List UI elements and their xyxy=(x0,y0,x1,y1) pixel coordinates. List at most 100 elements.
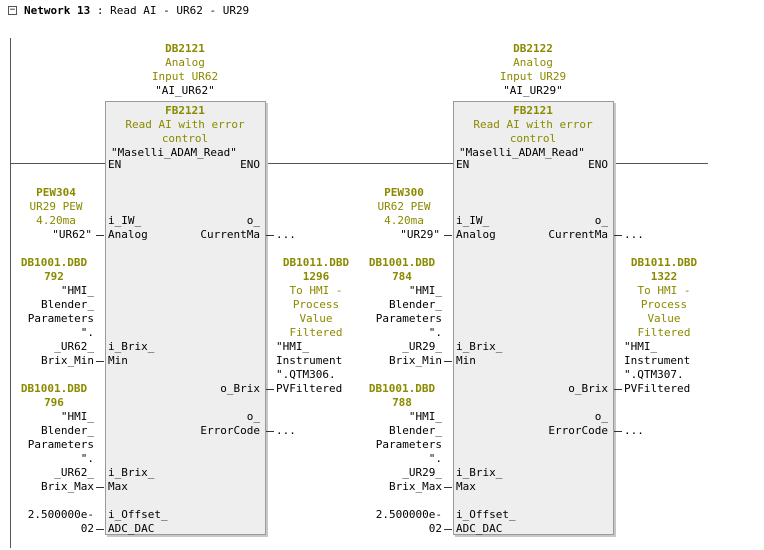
input-address: PEW304 xyxy=(36,186,76,199)
network-separator: : xyxy=(96,4,104,17)
input-symbol: Parameters xyxy=(375,312,442,325)
pin-eno: ENO xyxy=(588,158,608,171)
input-symbol[interactable]: "UR62" xyxy=(52,228,92,241)
pin-label: o_ xyxy=(594,410,608,423)
collapse-network-toggle[interactable]: − xyxy=(8,6,17,15)
input-symbol: Parameters xyxy=(27,312,94,325)
pin-label: i_Offset_ xyxy=(108,508,168,521)
instance-db-number[interactable]: DB2122 xyxy=(513,42,553,55)
instance-db-comment: Analog xyxy=(513,56,553,69)
pin-label: i_Brix_ xyxy=(108,340,155,353)
pin-i-brix-max: i_Brix_ Max xyxy=(456,466,502,494)
pin-i-offset-adc-dac: i_Offset_ ADC_DAC xyxy=(108,508,168,536)
input-symbol: Blender_ xyxy=(389,298,442,311)
output-currentma-operand[interactable]: ... xyxy=(276,228,296,241)
pin-label: ADC_DAC xyxy=(456,522,503,535)
fb-comment: control xyxy=(509,132,557,145)
input-address: 792 xyxy=(44,270,64,283)
instance-db-symbol[interactable]: "AI_UR29" xyxy=(503,84,563,97)
fb-box[interactable] xyxy=(453,101,614,535)
pin-label: Max xyxy=(108,480,128,493)
input-address: PEW300 xyxy=(384,186,424,199)
input-address: 784 xyxy=(392,270,412,283)
output-comment: Value xyxy=(299,312,333,325)
input-address: DB1001.DBD xyxy=(368,382,436,395)
pin-i-offset-adc-dac: i_Offset_ ADC_DAC xyxy=(456,508,516,536)
output-brix-symbol[interactable]: "HMI_ Instrument ".QTM306. PVFiltered xyxy=(276,340,342,396)
output-comment: To HMI - xyxy=(289,284,343,297)
input-symbol: Brix_Max xyxy=(389,480,442,493)
input-constant: 02 xyxy=(80,522,94,535)
rung-line-mid xyxy=(264,163,454,164)
fb-box[interactable] xyxy=(105,101,266,535)
output-symbol: "HMI_ xyxy=(624,340,658,353)
input-brix-min-operand[interactable]: DB1001.DBD 792 "HMI_ Blender_ Parameters… xyxy=(14,256,94,368)
input-comment: UR29 PEW xyxy=(29,200,83,213)
input-symbol: "HMI_ xyxy=(60,410,94,423)
pin-label: Analog xyxy=(108,228,148,241)
fb-header: FB2121 Read AI with error control xyxy=(105,104,265,146)
pin-label: ErrorCode xyxy=(200,424,260,437)
input-iw-operand[interactable]: PEW300 UR62 PEW 4.20ma xyxy=(368,186,440,228)
output-brix-operand-header[interactable]: DB1011.DBD 1322 To HMI - Process Value F… xyxy=(624,256,704,340)
connector xyxy=(96,235,104,236)
input-symbol: Brix_Min xyxy=(389,354,442,367)
pin-i-brix-min: i_Brix_ Min xyxy=(456,340,502,368)
input-symbol: "HMI_ xyxy=(408,284,442,297)
input-constant: 2.500000e- xyxy=(375,508,442,521)
fb-symbol[interactable]: "Maselli_ADAM_Read" xyxy=(111,146,237,159)
input-address: DB1001.DBD xyxy=(368,256,436,269)
output-comment: To HMI - xyxy=(637,284,691,297)
input-symbol: Parameters xyxy=(375,438,442,451)
input-symbol: Parameters xyxy=(27,438,94,451)
output-symbol: ".QTM307. xyxy=(624,368,684,381)
input-symbol: _UR29_ xyxy=(402,466,442,479)
pin-i-brix-min: i_Brix_ Min xyxy=(108,340,154,368)
output-symbol: Instrument xyxy=(276,354,343,367)
pin-label: i_Brix_ xyxy=(456,340,503,353)
pin-eno: ENO xyxy=(240,158,260,171)
fb-number[interactable]: FB2121 xyxy=(165,104,205,117)
pin-i-iw-analog: i_IW_ Analog xyxy=(456,214,496,242)
pin-i-iw-analog: i_IW_ Analog xyxy=(108,214,148,242)
pin-o-brix: o_Brix xyxy=(220,382,260,395)
fb-comment: Read AI with error xyxy=(125,118,245,131)
input-symbol: "HMI_ xyxy=(60,284,94,297)
instance-db-number[interactable]: DB2121 xyxy=(165,42,205,55)
instance-db-symbol[interactable]: "AI_UR62" xyxy=(155,84,215,97)
output-errorcode-operand[interactable]: ... xyxy=(276,424,296,437)
instance-db-header: DB2121 Analog Input UR62 "AI_UR62" xyxy=(105,42,265,98)
output-comment: Process xyxy=(292,298,340,311)
pin-i-brix-max: i_Brix_ Max xyxy=(108,466,154,494)
output-brix-symbol[interactable]: "HMI_ Instrument ".QTM307. PVFiltered xyxy=(624,340,690,396)
pin-o-currentma: o_ CurrentMa xyxy=(528,214,608,242)
input-symbol: Brix_Min xyxy=(41,354,94,367)
fb-number[interactable]: FB2121 xyxy=(513,104,553,117)
input-address: DB1001.DBD xyxy=(20,382,88,395)
output-errorcode-operand[interactable]: ... xyxy=(624,424,644,437)
input-symbol: Brix_Max xyxy=(41,480,94,493)
output-address: 1322 xyxy=(650,270,678,283)
connector xyxy=(444,361,452,362)
pin-label: o_ xyxy=(594,214,608,227)
input-iw-operand[interactable]: PEW304 UR29 PEW 4.20ma xyxy=(20,186,92,228)
output-brix-operand-header[interactable]: DB1011.DBD 1296 To HMI - Process Value F… xyxy=(276,256,356,340)
input-offset-operand[interactable]: 2.500000e- 02 xyxy=(362,508,442,536)
instance-db-comment: Analog xyxy=(165,56,205,69)
pin-label: Min xyxy=(108,354,128,367)
fb-symbol[interactable]: "Maselli_ADAM_Read" xyxy=(459,146,585,159)
input-brix-max-operand[interactable]: DB1001.DBD 796 "HMI_ Blender_ Parameters… xyxy=(14,382,94,494)
input-constant: 02 xyxy=(428,522,442,535)
output-comment: Process xyxy=(640,298,688,311)
input-offset-operand[interactable]: 2.500000e- 02 xyxy=(14,508,94,536)
input-brix-max-operand[interactable]: DB1001.DBD 788 "HMI_ Blender_ Parameters… xyxy=(362,382,442,494)
connector xyxy=(444,529,452,530)
output-currentma-operand[interactable]: ... xyxy=(624,228,644,241)
connector xyxy=(96,529,104,530)
input-address: 788 xyxy=(392,396,412,409)
output-symbol: "HMI_ xyxy=(276,340,310,353)
fb-comment: Read AI with error xyxy=(473,118,593,131)
input-brix-min-operand[interactable]: DB1001.DBD 784 "HMI_ Blender_ Parameters… xyxy=(362,256,442,368)
input-symbol[interactable]: "UR29" xyxy=(400,228,440,241)
rung-line-out xyxy=(612,163,708,164)
